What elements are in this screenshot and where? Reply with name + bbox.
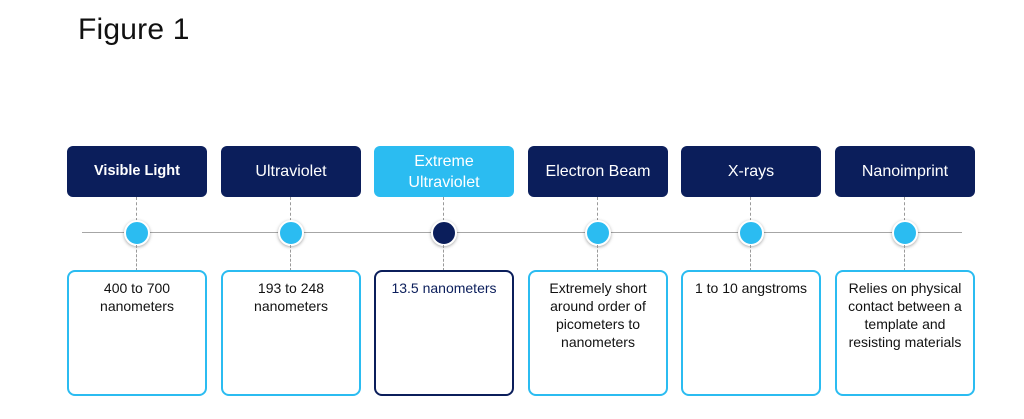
wavelength-detail: 193 to 248 nanometers (221, 270, 361, 396)
timeline-item-extreme-ultraviolet: Extreme Ultraviolet 13.5 nanometers (374, 0, 514, 419)
wavelength-detail: 1 to 10 angstroms (681, 270, 821, 396)
connector-line (904, 245, 905, 271)
connector-line (136, 245, 137, 271)
connector-line (136, 197, 137, 221)
technology-label: Ultraviolet (221, 146, 361, 197)
timeline-marker (278, 220, 304, 246)
technology-label: Electron Beam (528, 146, 668, 197)
connector-line (290, 197, 291, 221)
connector-line (290, 245, 291, 271)
connector-line (597, 197, 598, 221)
connector-line (443, 245, 444, 271)
timeline-marker (585, 220, 611, 246)
connector-line (750, 197, 751, 221)
wavelength-detail: Relies on physical contact between a tem… (835, 270, 975, 396)
technology-label: Extreme Ultraviolet (374, 146, 514, 197)
connector-line (750, 245, 751, 271)
timeline-marker (124, 220, 150, 246)
timeline-marker (892, 220, 918, 246)
timeline-marker (738, 220, 764, 246)
wavelength-detail: Extremely short around order of picomete… (528, 270, 668, 396)
timeline-item-nanoimprint: Nanoimprint Relies on physical contact b… (835, 0, 975, 419)
connector-line (904, 197, 905, 221)
technology-label: Visible Light (67, 146, 207, 197)
connector-line (597, 245, 598, 271)
connector-line (443, 197, 444, 221)
timeline-marker-highlighted (431, 220, 457, 246)
wavelength-detail: 400 to 700 nanometers (67, 270, 207, 396)
timeline-item-visible-light: Visible Light 400 to 700 nanometers (67, 0, 207, 419)
timeline-item-x-rays: X-rays 1 to 10 angstroms (681, 0, 821, 419)
figure-title: Figure 1 (78, 13, 190, 46)
timeline-item-electron-beam: Electron Beam Extremely short around ord… (528, 0, 668, 419)
wavelength-detail: 13.5 nanometers (374, 270, 514, 396)
timeline-item-ultraviolet: Ultraviolet 193 to 248 nanometers (221, 0, 361, 419)
technology-label: X-rays (681, 146, 821, 197)
technology-label: Nanoimprint (835, 146, 975, 197)
timeline-axis (82, 232, 962, 233)
